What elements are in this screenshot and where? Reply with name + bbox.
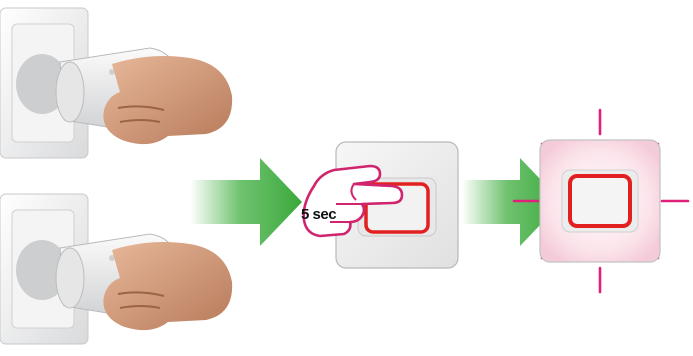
- finger-press-icon: [302, 164, 404, 238]
- device-button-flashing: [568, 174, 632, 228]
- socket-plug-icon: [0, 7, 233, 345]
- step-two-press-button: [300, 140, 460, 272]
- step-one-plug-in: [0, 0, 260, 356]
- arrow-right-icon: [190, 158, 302, 246]
- step-three-button-flashing: [512, 108, 693, 294]
- arrow-right-icon: [462, 158, 562, 246]
- press-duration-label: 5 sec: [301, 206, 337, 223]
- arrow-right-2: [462, 158, 562, 246]
- arrow-right-1: [190, 158, 302, 246]
